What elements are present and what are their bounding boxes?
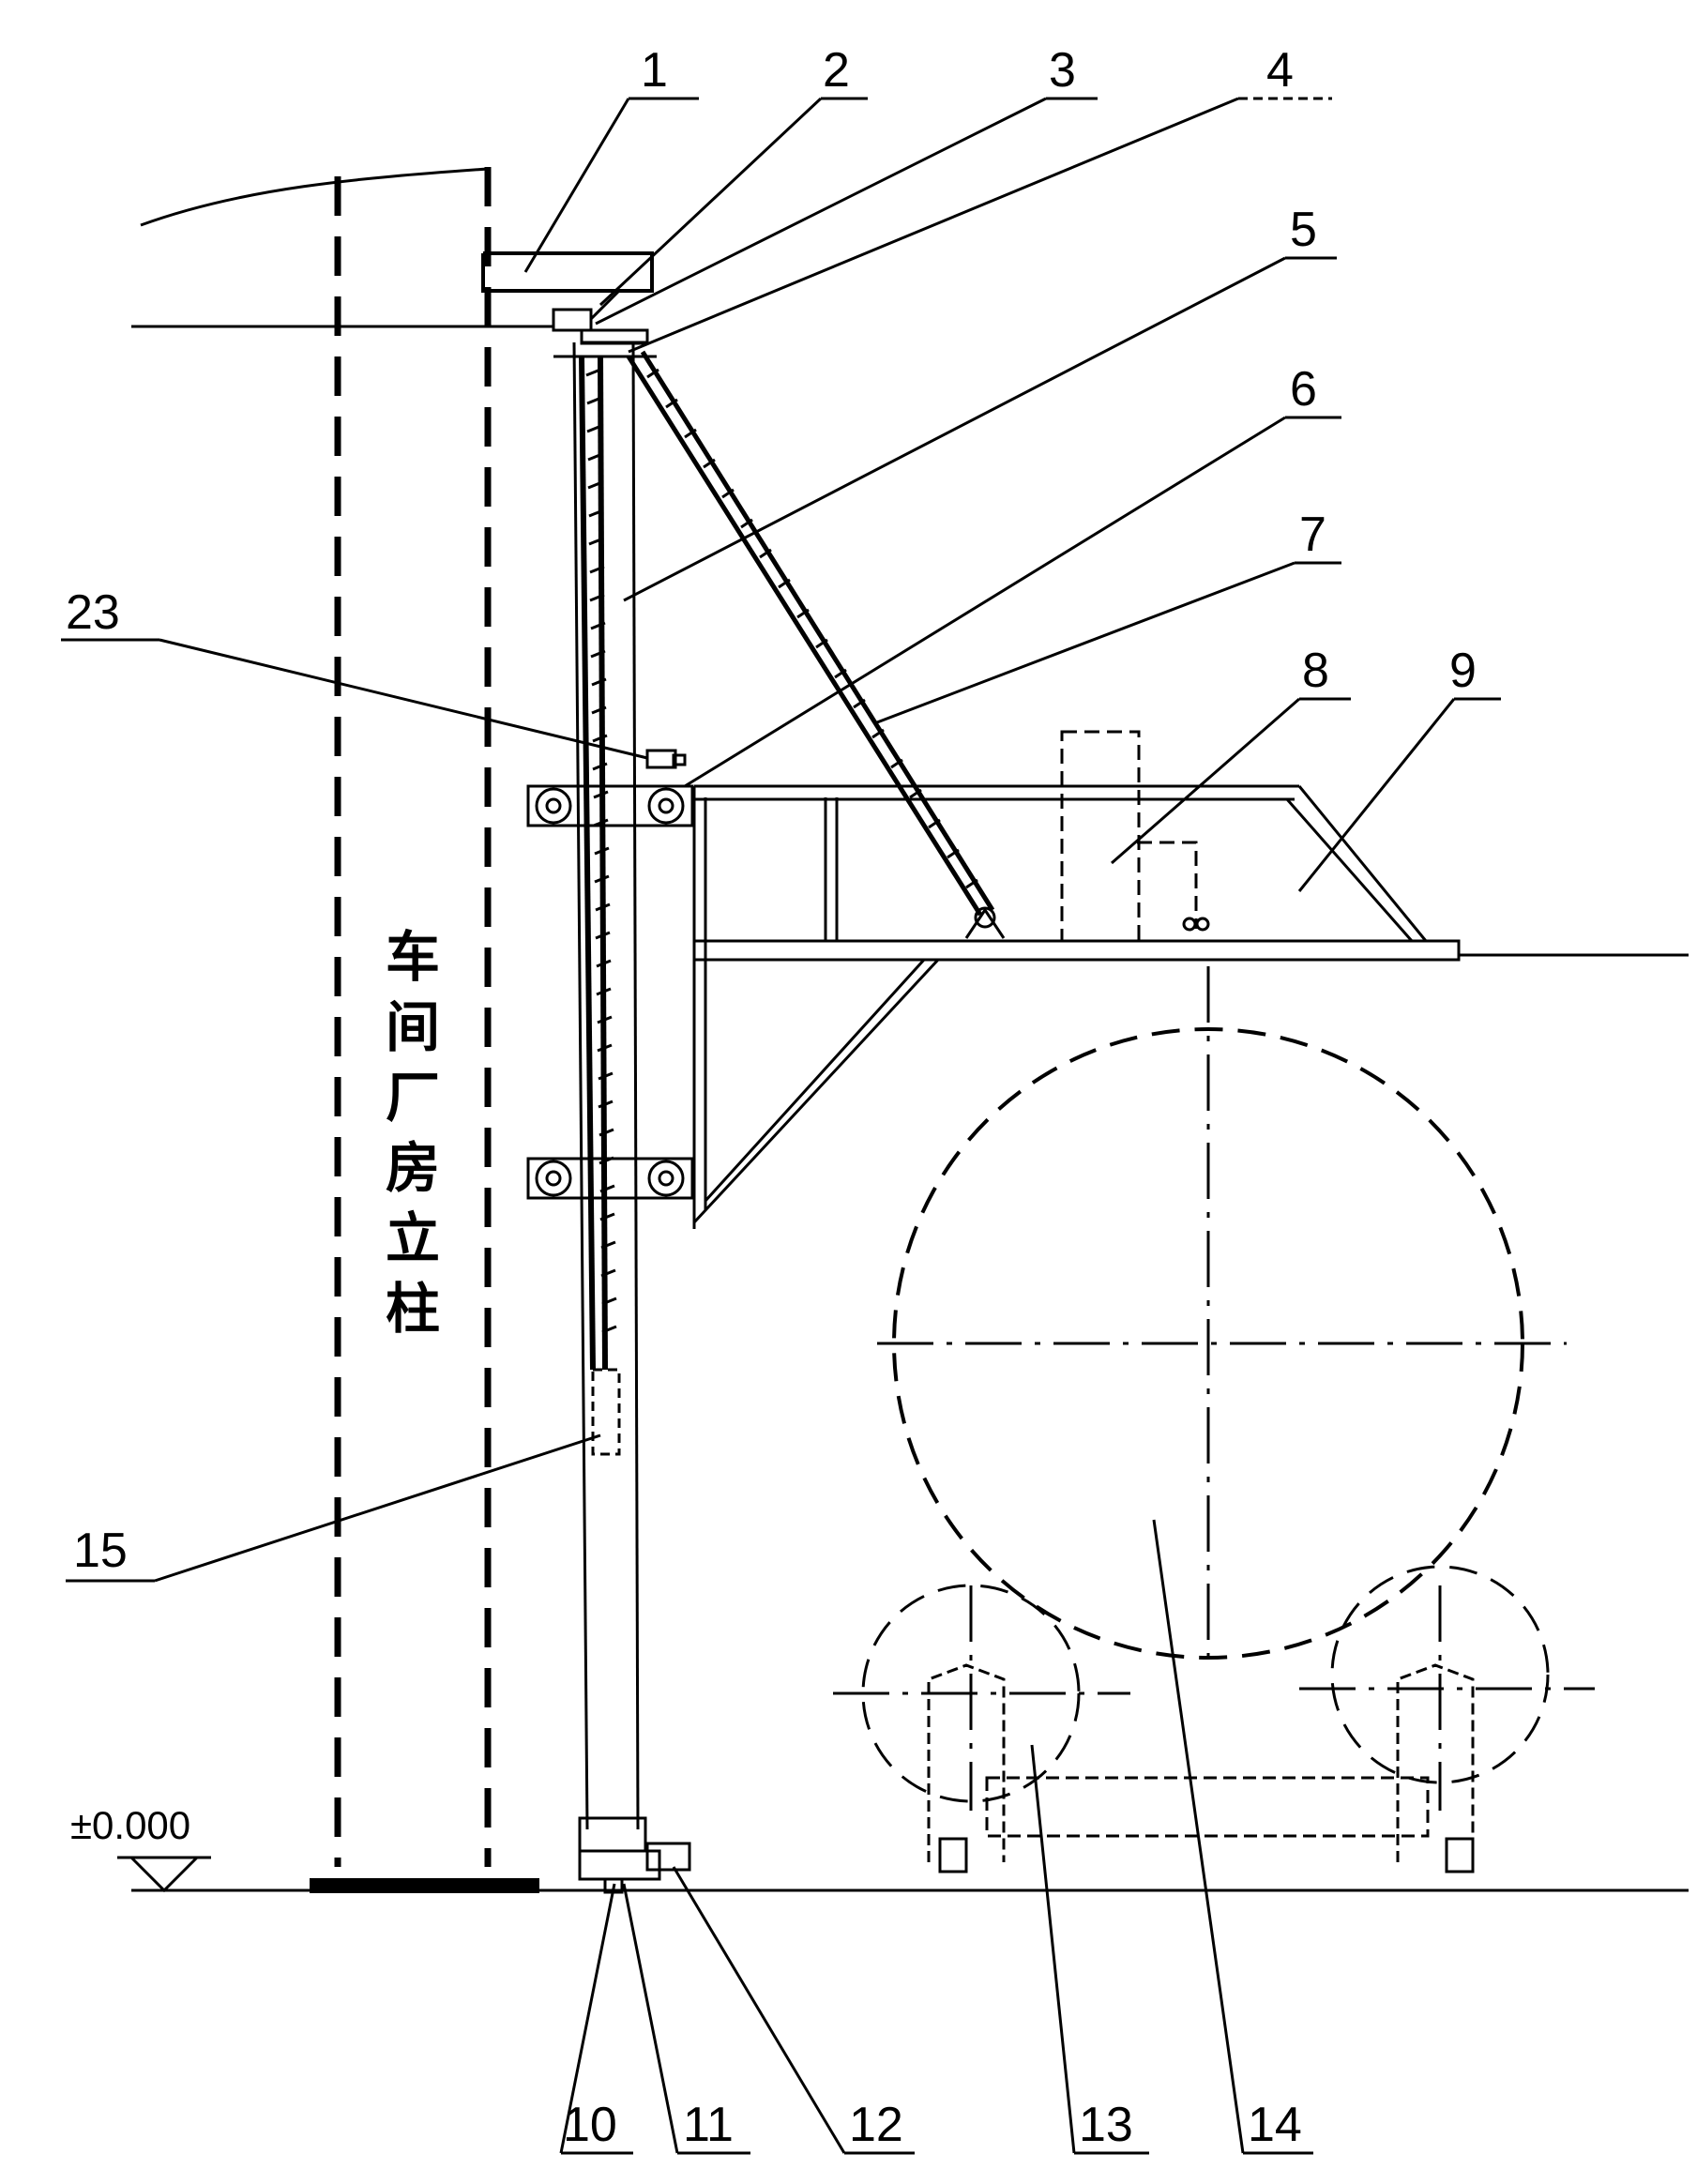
column-label-char: 房 — [386, 1136, 440, 1200]
work-platform — [692, 784, 1689, 1229]
callout-3: 3 — [1049, 43, 1076, 98]
bogie-frame — [985, 1776, 1430, 1838]
column-label-char: 立 — [386, 1206, 440, 1270]
lower-roller-carriage — [526, 1157, 694, 1200]
upper-roller-carriage — [526, 749, 694, 827]
callout-12: 12 — [849, 2098, 903, 2152]
elevation-marker: ±0.000 — [70, 1803, 211, 1893]
callout-2: 2 — [823, 43, 850, 98]
callout-9: 9 — [1449, 644, 1477, 698]
wheel-right — [1299, 1565, 1595, 1873]
callout-1: 1 — [641, 43, 668, 98]
main-mast — [553, 341, 657, 1830]
callout-11: 11 — [683, 2098, 734, 2152]
column-label-char: 车 — [386, 925, 440, 989]
tank-car — [877, 966, 1567, 1670]
callout-23: 23 — [66, 585, 120, 640]
callouts: 1 2 3 4 5 6 7 8 9 23 15 10 — [61, 43, 1501, 2155]
callout-4: 4 — [1266, 43, 1294, 98]
callout-5: 5 — [1290, 203, 1317, 257]
column-label: 车 间 厂 房 立 柱 — [386, 925, 440, 1341]
elevation-text: ±0.000 — [70, 1803, 190, 1847]
callout-13: 13 — [1079, 2098, 1133, 2152]
column-label-char: 间 — [386, 995, 440, 1059]
wheel-left — [833, 1584, 1130, 1873]
callout-8: 8 — [1302, 644, 1329, 698]
roof-curve — [140, 167, 489, 227]
workshop-column — [310, 167, 539, 1893]
callout-7: 7 — [1299, 508, 1326, 562]
mast-base — [578, 1816, 691, 1894]
callout-15: 15 — [73, 1524, 128, 1578]
column-label-char: 厂 — [386, 1066, 440, 1130]
column-label-char: 柱 — [386, 1277, 440, 1341]
callout-14: 14 — [1248, 2098, 1302, 2152]
operator-outline — [1060, 730, 1210, 943]
callout-6: 6 — [1290, 362, 1317, 417]
top-bracket — [481, 251, 654, 345]
tie-rod — [626, 350, 1006, 939]
callout-10: 10 — [563, 2098, 617, 2152]
